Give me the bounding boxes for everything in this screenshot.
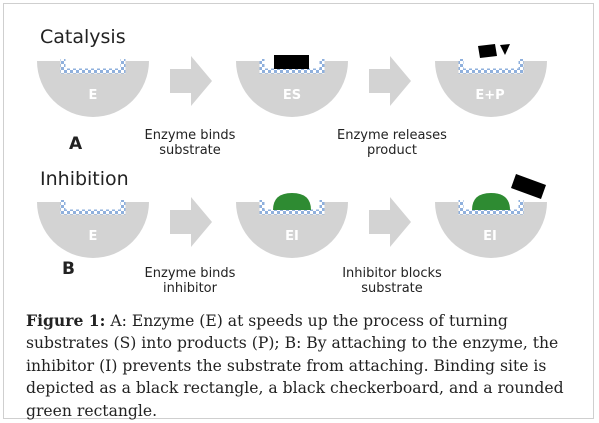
substrate-block — [274, 55, 309, 69]
enzyme-diagram: Catalysis E ES E+P A Enzyme binds s — [37, 26, 547, 296]
product-piece-right — [500, 44, 510, 55]
enzyme-a2-label: ES — [283, 88, 301, 103]
step-a2-line1: Enzyme releases — [337, 128, 447, 143]
product-piece-left — [478, 44, 497, 58]
step-b2-line1: Inhibitor blocks — [342, 266, 442, 281]
figure-frame: Catalysis E ES E+P A Enzyme binds s — [3, 3, 594, 422]
arrow-a1 — [170, 56, 212, 106]
panel-a-title: Catalysis — [40, 26, 126, 48]
enzyme-a1: E — [37, 59, 149, 117]
enzyme-b1: E — [37, 200, 149, 258]
enzyme-b3: EI — [435, 174, 547, 258]
enzyme-a3: E+P — [435, 44, 547, 117]
panel-b-letter: B — [62, 259, 75, 279]
arrow-b1 — [170, 197, 212, 247]
enzyme-a3-label: E+P — [475, 88, 504, 103]
arrow-b2 — [369, 197, 411, 247]
enzyme-a1-label: E — [89, 88, 98, 103]
enzyme-b2: EI — [236, 193, 348, 258]
enzyme-b2-label: EI — [285, 229, 299, 244]
caption-label: Figure 1: — [26, 311, 106, 330]
inhibitor-blob-b3 — [472, 193, 510, 210]
panel-b-title: Inhibition — [40, 168, 129, 190]
caption-text: A: Enzyme (E) at speeds up the process o… — [26, 312, 564, 420]
arrow-a2 — [369, 56, 411, 106]
step-b1-line1: Enzyme binds — [145, 266, 236, 281]
step-b2-line2: substrate — [361, 281, 423, 296]
enzyme-b1-label: E — [89, 229, 98, 244]
figure-caption: Figure 1: A: Enzyme (E) at speeds up the… — [26, 310, 586, 422]
panel-a-letter: A — [69, 134, 83, 154]
step-b1-line2: inhibitor — [163, 281, 218, 296]
step-a1-line2: substrate — [159, 143, 221, 158]
blocked-substrate — [511, 174, 546, 199]
inhibitor-blob — [273, 193, 311, 210]
enzyme-b3-label: EI — [483, 229, 497, 244]
enzyme-a2: ES — [236, 55, 348, 117]
step-a1-line1: Enzyme binds — [145, 128, 236, 143]
step-a2-line2: product — [367, 143, 417, 158]
